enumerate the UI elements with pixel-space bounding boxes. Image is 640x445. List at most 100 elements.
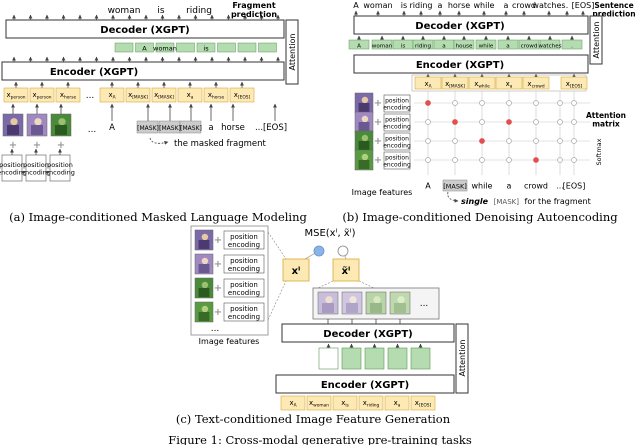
decoder-input-block xyxy=(341,347,362,370)
attention-dot xyxy=(571,138,577,144)
xtilde-feature-circle xyxy=(337,245,349,257)
decoder-output-token: is xyxy=(401,1,407,10)
label-line: position xyxy=(23,161,49,169)
attention-dot xyxy=(479,100,485,106)
masked-fragment-note: the masked fragment xyxy=(174,139,267,149)
image-ellipsis: ... xyxy=(88,125,97,135)
encoder-token xyxy=(414,76,442,90)
token-subscript: [MASK] xyxy=(158,95,174,101)
decoder-input-box xyxy=(114,42,134,53)
panel-b-attention-label: Attention xyxy=(592,22,601,59)
token-base: x xyxy=(394,399,398,407)
label-line: encoding xyxy=(45,169,75,177)
text-token: [EOS] xyxy=(563,182,586,191)
encoder-token-label: xa xyxy=(187,91,194,101)
label-line: prediction xyxy=(592,10,635,19)
decoder-input-box xyxy=(497,39,519,50)
image-thumbnail xyxy=(50,113,72,137)
position-encoding-box xyxy=(383,132,411,151)
attention-dot xyxy=(479,157,485,163)
plus-icon: + xyxy=(374,117,382,128)
attention-dot xyxy=(533,138,539,144)
label-line: encoding xyxy=(228,265,260,273)
panel-b-attention-box xyxy=(589,15,603,65)
panel-a-attention-box xyxy=(285,19,299,85)
panel-a-attention-label: Attention xyxy=(288,34,297,71)
text-token: crowd xyxy=(524,182,548,191)
label-line: position xyxy=(385,98,409,105)
decoder-input-box xyxy=(135,42,154,53)
connector-line xyxy=(267,231,287,260)
decoder-input-token: a xyxy=(442,44,445,50)
encoder-token xyxy=(441,76,469,90)
attention-dot-active xyxy=(533,157,539,163)
thumbnail-shape xyxy=(58,118,66,126)
decoder-input-token: while xyxy=(479,44,494,50)
image-thumbnail xyxy=(194,301,214,323)
encoder-token xyxy=(332,395,358,411)
panel-a-arrows xyxy=(10,14,280,155)
panel-a-caption: (a) Image-conditioned Masked Language Mo… xyxy=(9,210,307,224)
token-base: x xyxy=(33,91,37,99)
encoder-token-label: xA xyxy=(289,399,296,409)
decoder-output-token: a xyxy=(504,1,509,10)
single-mask-note-bold: single xyxy=(461,197,489,206)
thumbnail-shape xyxy=(358,122,370,131)
label-line: encoding xyxy=(383,124,411,131)
plus-icon: + xyxy=(214,259,222,270)
token-subscript: woman xyxy=(313,404,329,409)
thumbnail-shape xyxy=(10,118,18,126)
encoder-token xyxy=(410,395,436,411)
label-line: position xyxy=(230,281,258,289)
thumbnail-shape xyxy=(322,303,334,313)
encoder-token xyxy=(384,395,410,411)
label-line: encoding xyxy=(383,162,411,169)
attention-dot xyxy=(506,157,512,163)
encoder-token xyxy=(177,87,203,103)
encoder-token-label: xriding xyxy=(363,399,380,409)
plus-icon: + xyxy=(214,235,222,246)
encoder-token-label: xwoman xyxy=(309,399,329,409)
thumbnail-shape xyxy=(358,160,370,169)
generated-thumbnail xyxy=(365,291,387,315)
token-base: x xyxy=(506,80,510,88)
encoder-token xyxy=(495,76,523,90)
single-mask-pointer xyxy=(447,191,459,203)
xtilde-feature-box xyxy=(332,258,360,282)
attention-dot-active xyxy=(425,100,431,106)
decoder-output-token: A xyxy=(353,1,359,10)
image-thumbnail xyxy=(194,229,214,251)
panel-b-decoder-label: Decoder (XGPT) xyxy=(415,21,504,32)
label-line: encoding xyxy=(228,241,260,249)
decoder-output-token: woman xyxy=(363,1,392,10)
panel-b-image-features-label: Image features xyxy=(352,188,413,197)
decoder-input-token: . xyxy=(571,44,573,50)
attention-dot xyxy=(452,157,458,163)
encoder-token-label: x[EOS] xyxy=(234,91,251,101)
decoder-input-box xyxy=(518,39,540,50)
thumbnail-shape xyxy=(361,153,369,161)
decoder-input-box xyxy=(176,42,195,53)
label-line: position xyxy=(385,136,409,143)
thumbnail-shape xyxy=(201,305,209,313)
text-token: a xyxy=(208,123,213,133)
encoder-token-label: xperson xyxy=(33,91,52,101)
token-subscript: is xyxy=(345,403,349,409)
attention-dot-active xyxy=(452,119,458,125)
attention-dot xyxy=(557,119,563,125)
decoder-input-token: woman xyxy=(153,45,177,53)
decoder-input-box xyxy=(237,42,257,53)
position-encoding-box xyxy=(223,302,265,322)
image-thumbnail xyxy=(354,111,374,133)
attention-dot-active xyxy=(506,119,512,125)
encoder-token xyxy=(280,395,306,411)
single-mask-note-rest: for the fragment xyxy=(525,197,591,206)
